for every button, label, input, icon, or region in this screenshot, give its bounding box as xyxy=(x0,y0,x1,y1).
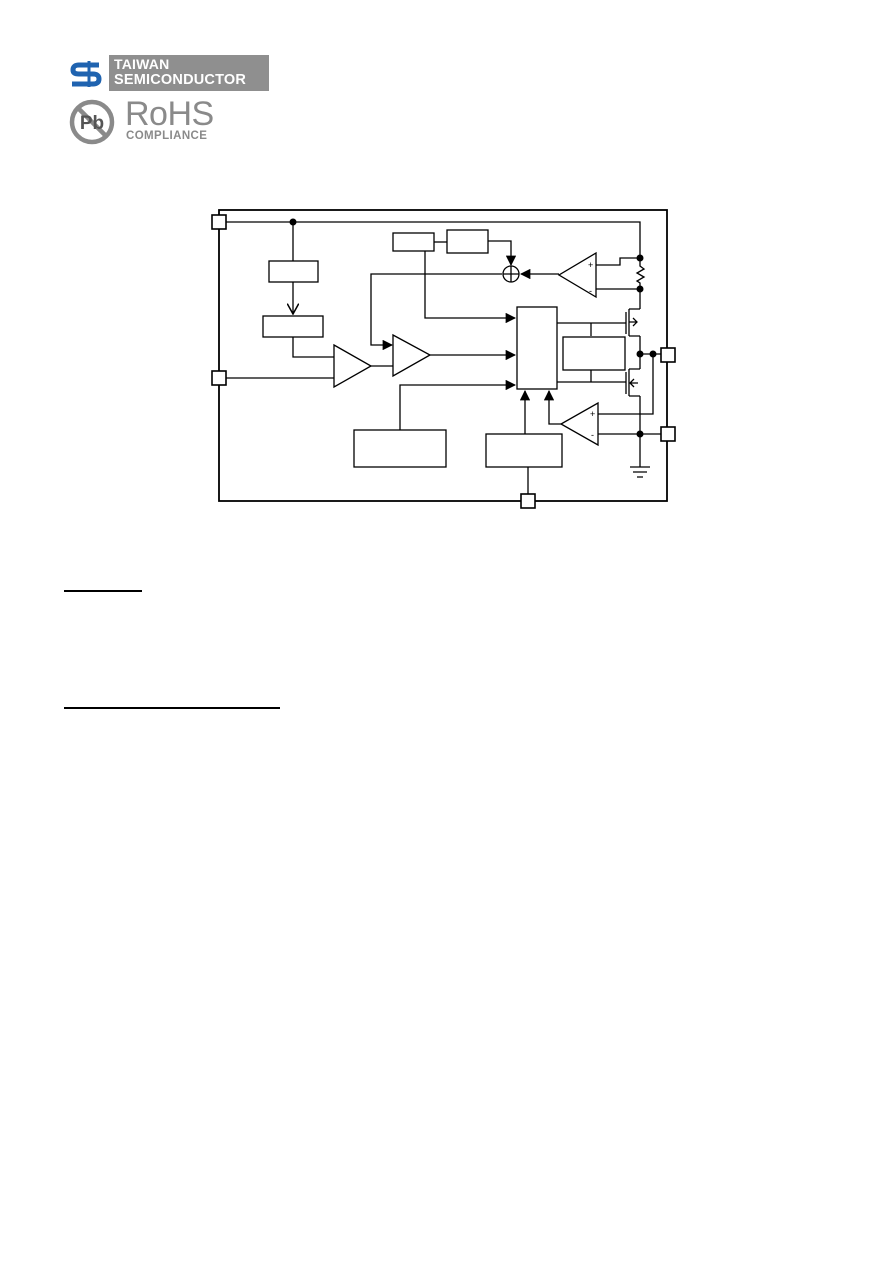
ground-symbol xyxy=(630,466,650,478)
amplifier-1 xyxy=(333,343,373,389)
company-name-line2: SEMICONDUCTOR xyxy=(114,72,247,88)
comparator-current-sense xyxy=(557,251,597,299)
driver-block xyxy=(562,336,626,371)
wire-switch-to-comp-plus xyxy=(598,354,654,415)
control-logic-block xyxy=(516,306,558,390)
wire-comparator-to-logic xyxy=(543,389,561,425)
rohs-compliance-logo: Pb RoHS COMPLIANCE xyxy=(69,95,219,145)
wire-feedback-to-amp2 xyxy=(370,273,502,351)
junction-dot xyxy=(636,350,644,358)
junction-dot xyxy=(289,218,297,226)
comp1-minus-label: - xyxy=(589,286,592,296)
pin-right-lower xyxy=(660,426,676,442)
enable-block xyxy=(485,433,563,468)
junction-dot xyxy=(636,254,644,262)
summing-junction-cross xyxy=(503,266,519,282)
block-d xyxy=(446,229,489,254)
supply-rail xyxy=(226,221,641,258)
comp1-plus-label: + xyxy=(588,260,593,270)
junction-dot xyxy=(636,285,644,293)
ts-monogram-icon xyxy=(70,61,102,87)
block-diagram: + - + - xyxy=(211,209,676,509)
comp2-plus-label: + xyxy=(590,409,595,419)
pin-left xyxy=(211,370,227,386)
pb-badge-text: Pb xyxy=(80,113,104,134)
wire-reference-to-logic xyxy=(399,379,517,430)
block-a xyxy=(268,260,319,283)
comp2-minus-label: - xyxy=(591,430,594,440)
lead-free-pb-icon: Pb xyxy=(69,99,115,145)
taiwan-semiconductor-logo: TAIWAN SEMICONDUCTOR xyxy=(69,55,269,91)
rohs-title: RoHS xyxy=(125,95,214,133)
wire-rail-to-comp-plus xyxy=(596,257,640,266)
low-side-mosfet-arrow xyxy=(629,378,638,388)
block-b xyxy=(262,315,324,338)
reference-block xyxy=(353,429,447,468)
section-heading-underline-1 xyxy=(64,590,142,592)
company-name-line1: TAIWAN xyxy=(114,56,170,72)
section-heading-underline-2 xyxy=(64,707,280,709)
pin-top-left xyxy=(211,214,227,230)
comparator-feedback xyxy=(559,401,599,447)
junction-dot xyxy=(636,430,644,438)
rohs-subtitle: COMPLIANCE xyxy=(126,130,208,142)
pin-bottom xyxy=(520,493,536,509)
wire-block-c-to-logic xyxy=(424,251,517,324)
wire-block-b-to-amp1 xyxy=(292,337,334,358)
amplifier-2 xyxy=(392,333,432,378)
pin-right-upper xyxy=(660,347,676,363)
wire-block-d-to-sum xyxy=(488,240,517,267)
company-name-box: TAIWAN SEMICONDUCTOR xyxy=(109,55,269,91)
low-side-mosfet xyxy=(625,368,640,397)
high-side-mosfet-arrow xyxy=(629,317,638,327)
high-side-mosfet xyxy=(625,308,640,337)
junction-dot xyxy=(649,350,657,358)
block-c xyxy=(392,232,435,252)
sense-resistor xyxy=(635,258,646,289)
